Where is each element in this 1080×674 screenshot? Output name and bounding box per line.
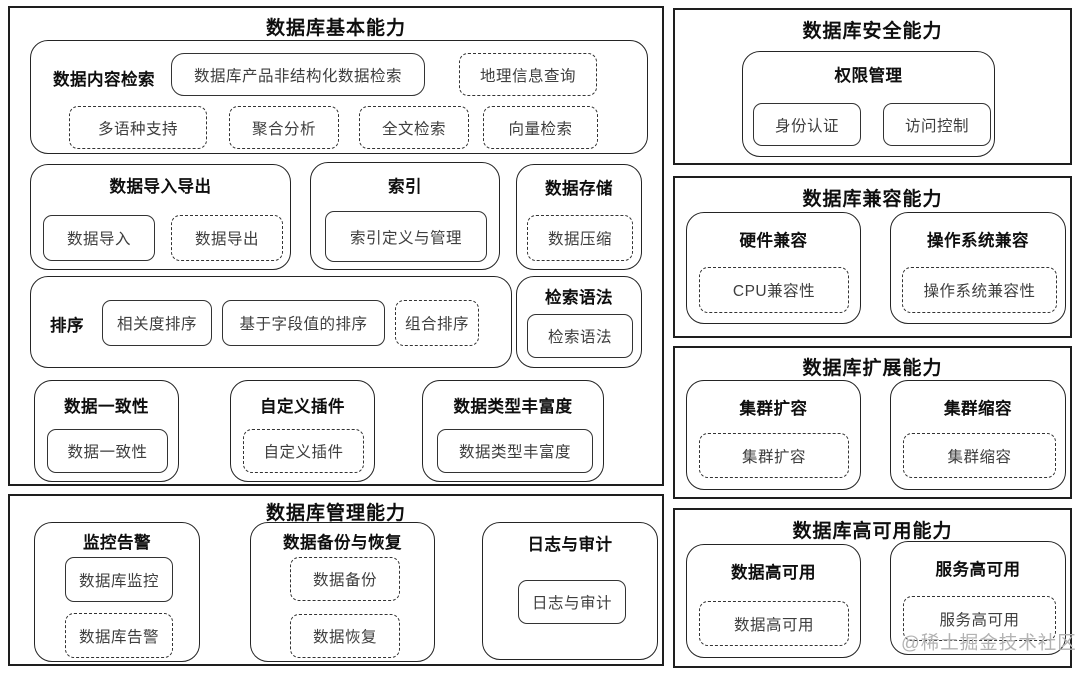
group-custom-plugin: 自定义插件 自定义插件 [230, 380, 375, 482]
leaf-identity-auth: 身份认证 [753, 103, 861, 146]
leaf-custom-plugin: 自定义插件 [243, 429, 364, 473]
leaf-data-restore: 数据恢复 [290, 614, 400, 658]
leaf-cpu-compat: CPU兼容性 [699, 267, 849, 313]
group-data-consistency-title: 数据一致性 [64, 398, 149, 416]
panel-basic-capability: 数据库基本能力 数据内容检索 数据库产品非结构化数据检索 地理信息查询 多语种支… [8, 6, 664, 486]
panel-management-title: 数据库管理能力 [265, 503, 406, 524]
group-index-title: 索引 [388, 178, 422, 196]
panel-management-capability: 数据库管理能力 监控告警 数据库监控 数据库告警 数据备份与恢复 数据备份 数据… [8, 494, 664, 666]
group-data-ha: 数据高可用 数据高可用 [686, 544, 861, 658]
leaf-data-ha: 数据高可用 [699, 601, 849, 646]
group-datatype-richness: 数据类型丰富度 数据类型丰富度 [422, 380, 604, 482]
group-cluster-shrink: 集群缩容 集群缩容 [890, 380, 1066, 490]
leaf-access-control: 访问控制 [883, 103, 991, 146]
group-data-storage: 数据存储 数据压缩 [516, 164, 642, 270]
group-permission-title: 权限管理 [834, 67, 903, 85]
group-sorting-label: 排序 [50, 317, 84, 335]
leaf-datatype-richness: 数据类型丰富度 [437, 429, 593, 473]
panel-basic-title: 数据库基本能力 [265, 18, 406, 39]
group-cluster-expand: 集群扩容 集群扩容 [686, 380, 861, 490]
group-os-compat-title: 操作系统兼容 [927, 232, 1029, 250]
panel-availability-title: 数据库高可用能力 [792, 521, 953, 542]
group-data-ha-title: 数据高可用 [731, 564, 816, 582]
leaf-cluster-shrink: 集群缩容 [903, 433, 1056, 478]
group-import-export-title: 数据导入导出 [109, 178, 212, 196]
leaf-geo-query: 地理信息查询 [459, 53, 597, 96]
leaf-db-alert: 数据库告警 [65, 613, 173, 658]
group-import-export: 数据导入导出 数据导入 数据导出 [30, 164, 291, 270]
group-content-retrieval-label: 数据内容检索 [53, 71, 155, 89]
group-monitoring-alert-title: 监控告警 [83, 534, 151, 552]
group-custom-plugin-title: 自定义插件 [260, 398, 345, 416]
leaf-service-ha: 服务高可用 [903, 596, 1056, 641]
leaf-log-audit: 日志与审计 [518, 580, 626, 624]
group-search-syntax: 检索语法 检索语法 [516, 276, 642, 368]
group-service-ha-title: 服务高可用 [935, 561, 1021, 579]
group-hardware-compat: 硬件兼容 CPU兼容性 [686, 212, 861, 324]
leaf-data-compression: 数据压缩 [527, 215, 633, 261]
panel-security-capability: 数据库安全能力 权限管理 身份认证 访问控制 [673, 8, 1072, 165]
panel-availability-capability: 数据库高可用能力 数据高可用 数据高可用 服务高可用 服务高可用 [673, 508, 1072, 668]
leaf-vector-search: 向量检索 [483, 106, 598, 149]
leaf-data-backup: 数据备份 [290, 557, 400, 601]
group-backup-restore: 数据备份与恢复 数据备份 数据恢复 [250, 522, 435, 662]
leaf-relevance-sort: 相关度排序 [102, 300, 212, 346]
leaf-multilang-support: 多语种支持 [69, 106, 207, 149]
leaf-field-value-sort: 基于字段值的排序 [222, 300, 385, 346]
panel-scalability-capability: 数据库扩展能力 集群扩容 集群扩容 集群缩容 集群缩容 [673, 346, 1072, 499]
group-sorting: 排序 相关度排序 基于字段值的排序 组合排序 [30, 276, 512, 368]
group-service-ha: 服务高可用 服务高可用 [890, 541, 1066, 655]
group-os-compat: 操作系统兼容 操作系统兼容性 [890, 212, 1066, 324]
group-monitoring-alert: 监控告警 数据库监控 数据库告警 [34, 522, 200, 662]
group-datatype-richness-title: 数据类型丰富度 [453, 398, 573, 416]
leaf-aggregation-analysis: 聚合分析 [229, 106, 339, 149]
panel-scalability-title: 数据库扩展能力 [802, 358, 943, 379]
leaf-cluster-expand: 集群扩容 [699, 433, 849, 478]
group-search-syntax-title: 检索语法 [545, 289, 613, 307]
leaf-data-consistency: 数据一致性 [47, 429, 168, 473]
leaf-unstructured-retrieval: 数据库产品非结构化数据检索 [171, 53, 425, 96]
panel-security-title: 数据库安全能力 [802, 21, 943, 42]
leaf-os-compat: 操作系统兼容性 [902, 267, 1057, 313]
leaf-search-syntax: 检索语法 [527, 314, 633, 358]
leaf-data-export: 数据导出 [171, 215, 283, 261]
group-data-consistency: 数据一致性 数据一致性 [34, 380, 179, 482]
leaf-fulltext-search: 全文检索 [359, 106, 469, 149]
group-log-audit-title: 日志与审计 [527, 536, 613, 554]
watermark-juejin: @稀土掘金技术社区 [901, 632, 1077, 653]
group-log-audit: 日志与审计 日志与审计 [482, 522, 658, 660]
group-hardware-compat-title: 硬件兼容 [739, 232, 808, 250]
leaf-db-monitoring: 数据库监控 [65, 557, 173, 602]
group-backup-restore-title: 数据备份与恢复 [283, 534, 402, 552]
leaf-data-import: 数据导入 [43, 215, 155, 261]
group-content-retrieval: 数据内容检索 数据库产品非结构化数据检索 地理信息查询 多语种支持 聚合分析 全… [30, 40, 648, 154]
panel-compatibility-title: 数据库兼容能力 [802, 189, 943, 210]
group-cluster-shrink-title: 集群缩容 [944, 400, 1012, 418]
leaf-combined-sort: 组合排序 [395, 300, 479, 346]
leaf-index-definition: 索引定义与管理 [325, 211, 487, 262]
group-index: 索引 索引定义与管理 [310, 162, 500, 270]
group-cluster-expand-title: 集群扩容 [739, 400, 808, 418]
group-permission: 权限管理 身份认证 访问控制 [742, 51, 995, 157]
group-data-storage-title: 数据存储 [545, 180, 613, 198]
panel-compatibility-capability: 数据库兼容能力 硬件兼容 CPU兼容性 操作系统兼容 操作系统兼容性 [673, 176, 1072, 338]
